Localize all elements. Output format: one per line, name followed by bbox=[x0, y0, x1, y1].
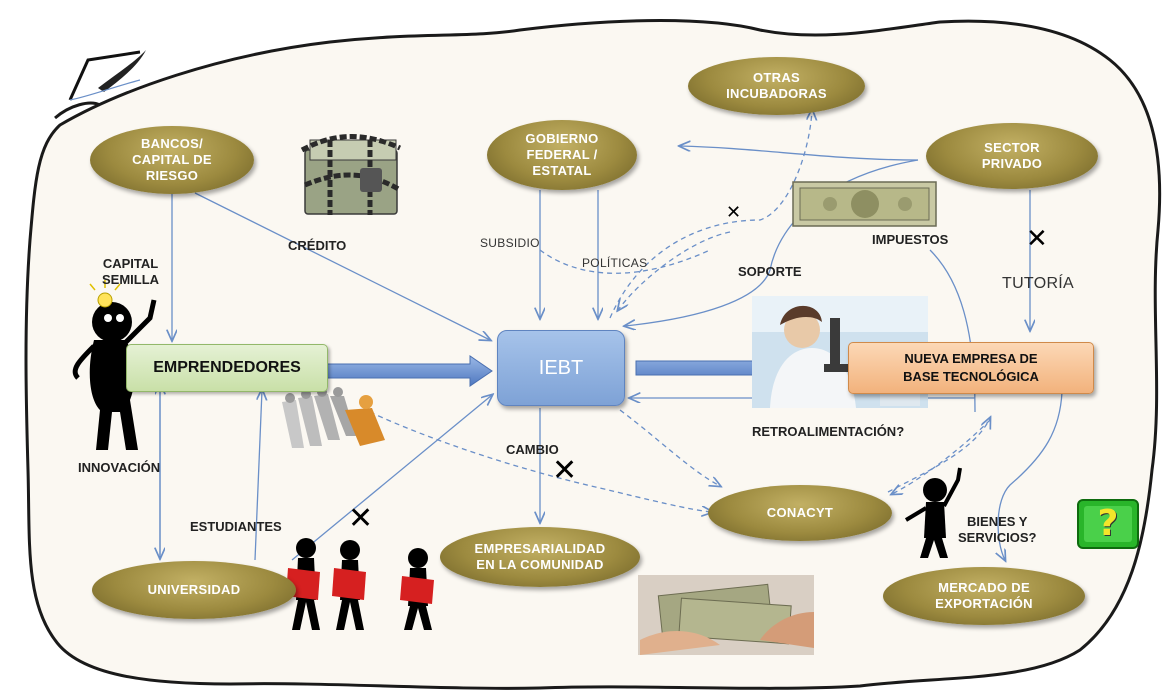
node-bancos: BANCOS/ CAPITAL DE RIESGO bbox=[90, 126, 254, 194]
node-emprendedores: EMPRENDEDORES bbox=[126, 344, 328, 392]
node-sector-privado: SECTOR PRIVADO bbox=[926, 123, 1098, 189]
x-mark-incubadoras: ✕ bbox=[726, 202, 742, 223]
node-iebt: IEBT bbox=[497, 330, 625, 406]
label-soporte: SOPORTE bbox=[738, 264, 802, 279]
label-estudiantes: ESTUDIANTES bbox=[190, 519, 282, 534]
node-conacyt: CONACYT bbox=[708, 485, 892, 541]
node-mercado: MERCADO DE EXPORTACIÓN bbox=[883, 567, 1085, 625]
node-gobierno: GOBIERNO FEDERAL / ESTATAL bbox=[487, 120, 637, 190]
node-universidad: UNIVERSIDAD bbox=[92, 561, 296, 619]
thinker-figure bbox=[72, 299, 157, 450]
fat-arrow-emprendedores-iebt bbox=[317, 355, 493, 387]
node-otras-incubadoras: OTRAS INCUBADORAS bbox=[688, 57, 865, 115]
pointing-figure bbox=[904, 467, 962, 558]
label-cambio: CAMBIO bbox=[506, 442, 559, 457]
money-chain-image bbox=[300, 133, 402, 215]
domino-people-image bbox=[282, 387, 385, 448]
label-capital-semilla: CAPITAL SEMILLA bbox=[102, 256, 160, 287]
cash-hands-image bbox=[638, 575, 814, 655]
question-mark: ? bbox=[1097, 502, 1119, 544]
x-mark-tutoria: ✕ bbox=[1026, 224, 1048, 254]
label-retroalimentacion: RETROALIMENTACIÓN? bbox=[752, 424, 905, 439]
dollar-bill-image bbox=[792, 181, 937, 227]
node-empresarialidad: EMPRESARIALIDAD EN LA COMUNIDAD bbox=[440, 527, 640, 587]
label-impuestos: IMPUESTOS bbox=[872, 232, 949, 247]
quill-icon bbox=[68, 50, 146, 101]
students-readers-figure bbox=[286, 538, 434, 630]
label-bienes: BIENES Y SERVICIOS? bbox=[958, 514, 1037, 545]
label-subsidio: SUBSIDIO bbox=[480, 236, 540, 250]
label-credito: CRÉDITO bbox=[288, 238, 347, 253]
lightbulb-icon bbox=[89, 280, 121, 308]
x-mark-cambio: ✕ bbox=[552, 453, 578, 488]
question-box-icon bbox=[1077, 499, 1139, 549]
label-innovacion: INNOVACIÓN bbox=[78, 460, 161, 475]
label-tutoria: TUTORÍA bbox=[1002, 275, 1075, 292]
node-nueva-empresa: NUEVA EMPRESA DE BASE TECNOLÓGICA bbox=[848, 342, 1094, 394]
x-mark-estudiantes: ✕ bbox=[348, 501, 374, 536]
label-politicas: POLÍTICAS bbox=[582, 256, 648, 270]
